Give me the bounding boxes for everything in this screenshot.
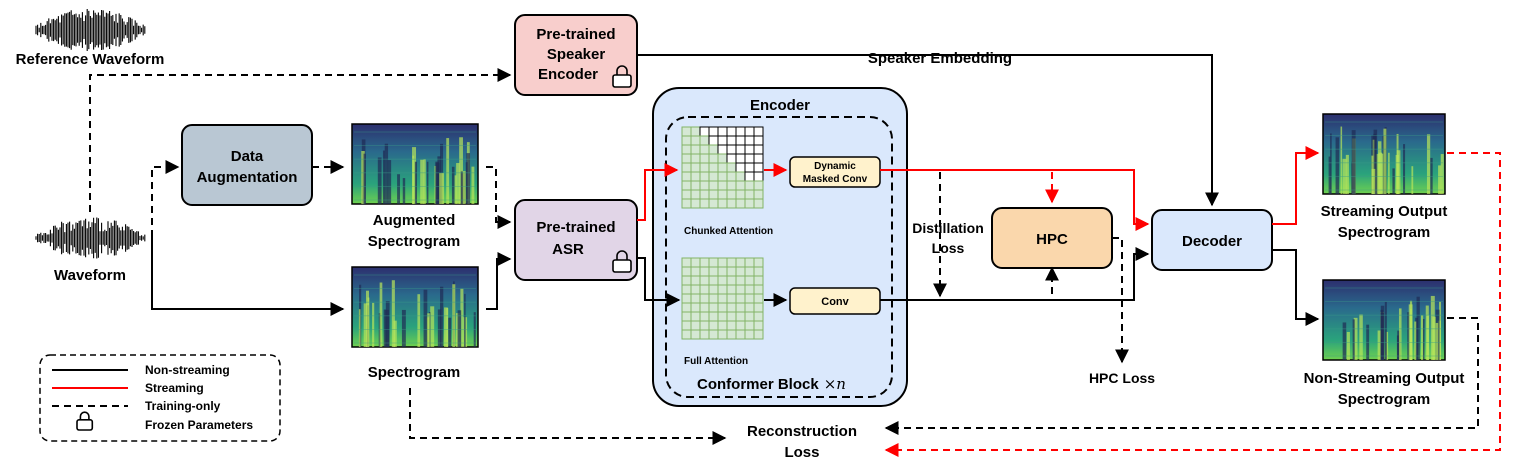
hpc-to-hpc-loss-arrow — [1112, 237, 1129, 364]
asr-to-full-attention-arrow — [637, 257, 681, 307]
decoder-to-streaming-arrow — [1272, 146, 1320, 225]
asr-box — [514, 199, 638, 281]
training-only-connectors — [89, 68, 1479, 445]
nonstreaming-output-label-1: Non-Streaming Output — [1304, 370, 1465, 387]
asr-label-1: Pre-trained — [536, 219, 615, 236]
legend-lock-icon — [76, 411, 94, 431]
legend-nonstreaming-label: Non-streaming — [145, 363, 230, 377]
chunked-attention-grid — [681, 126, 764, 209]
full-attention-label: Full Attention — [684, 356, 748, 367]
dynamic-masked-conv-label-2: Masked Conv — [803, 174, 868, 185]
augmented-spectrogram-label-1: Augmented — [373, 212, 456, 229]
spectrogram-icon — [351, 266, 479, 348]
streaming-to-reconstruction-arrow — [884, 152, 1501, 457]
augmented-spectrogram-to-asr-arrow — [486, 166, 512, 229]
waveform-to-augmentation-arrow — [151, 160, 180, 237]
full-attention-grid — [681, 257, 764, 340]
asr-to-chunked-attention-arrow — [637, 163, 679, 221]
reference-waveform-label: Reference Waveform — [16, 51, 165, 68]
conformer-block-label: Conformer Block×n — [697, 375, 846, 393]
speaker-encoder-label-2: Speaker — [547, 46, 606, 63]
legend-training-only-label: Training-only — [145, 399, 221, 413]
spectrogram-to-reconstruction-arrow — [409, 388, 727, 445]
nonstreaming-output-label-2: Spectrogram — [1338, 391, 1431, 408]
legend-box — [39, 354, 281, 442]
reconstruction-loss-label-2: Loss — [784, 444, 819, 461]
waveform-icon — [35, 217, 146, 259]
streaming-training-connectors — [884, 152, 1501, 457]
conformer-block-box — [665, 116, 893, 398]
speaker-encoder-label-1: Pre-trained — [536, 26, 615, 43]
encoder-label: Encoder — [750, 97, 810, 114]
distillation-loss-label-1: Distillation — [912, 220, 984, 236]
asr-label-2: ASR — [552, 241, 584, 258]
hpc-label: HPC — [1036, 231, 1068, 248]
data-augmentation-label-1: Data — [231, 148, 264, 165]
streaming-output-label-1: Streaming Output — [1321, 203, 1448, 220]
legend-streaming-label: Streaming — [145, 381, 204, 395]
data-augmentation-label-2: Augmentation — [197, 169, 298, 186]
speaker-embedding-label: Speaker Embedding — [868, 50, 1012, 67]
conv-to-decoder-arrow — [880, 247, 1150, 301]
nonstreaming-connectors — [151, 54, 1320, 326]
decoder-to-nonstreaming-arrow — [1272, 249, 1320, 326]
waveform-to-spectrogram-arrow — [151, 237, 345, 316]
reference-waveform-icon — [35, 9, 146, 51]
distillation-loss-label-2: Loss — [932, 240, 965, 256]
speaker-encoder-lock-icon — [612, 65, 632, 88]
streaming-output-spectrogram-icon — [1322, 113, 1446, 195]
speaker-encoder-box — [514, 14, 638, 96]
nonstreaming-output-spectrogram-icon — [1322, 279, 1446, 361]
streaming-output-label-2: Spectrogram — [1338, 224, 1431, 241]
dynamic-conv-to-decoder-arrow — [880, 169, 1150, 231]
waveform-label: Waveform — [54, 267, 126, 284]
asr-lock-icon — [612, 250, 632, 273]
waveform-to-speaker-encoder-arrow — [89, 68, 512, 212]
speaker-encoder-label-3: Encoder — [538, 66, 598, 83]
chunked-attention-label: Chunked Attention — [684, 226, 773, 237]
augmented-spectrogram-label-2: Spectrogram — [368, 233, 461, 250]
decoder-label: Decoder — [1182, 233, 1242, 250]
data-augmentation-box — [181, 124, 313, 206]
hpc-loss-label: HPC Loss — [1089, 370, 1155, 386]
conv-label: Conv — [821, 296, 849, 308]
nonstreaming-to-reconstruction-arrow — [884, 317, 1479, 435]
spectrogram-to-asr-arrow — [486, 252, 512, 310]
spectrogram-label: Spectrogram — [368, 364, 461, 381]
legend-frozen-label: Frozen Parameters — [145, 418, 253, 432]
reconstruction-loss-label-1: Reconstruction — [747, 423, 857, 440]
dynamic-masked-conv-box — [789, 156, 881, 188]
streaming-connectors — [637, 146, 1320, 231]
speaker-embedding-arrow — [638, 54, 1219, 207]
augmented-spectrogram-icon — [351, 123, 479, 205]
dynamic-masked-conv-label-1: Dynamic — [814, 161, 856, 172]
decoder-box — [1151, 209, 1273, 271]
